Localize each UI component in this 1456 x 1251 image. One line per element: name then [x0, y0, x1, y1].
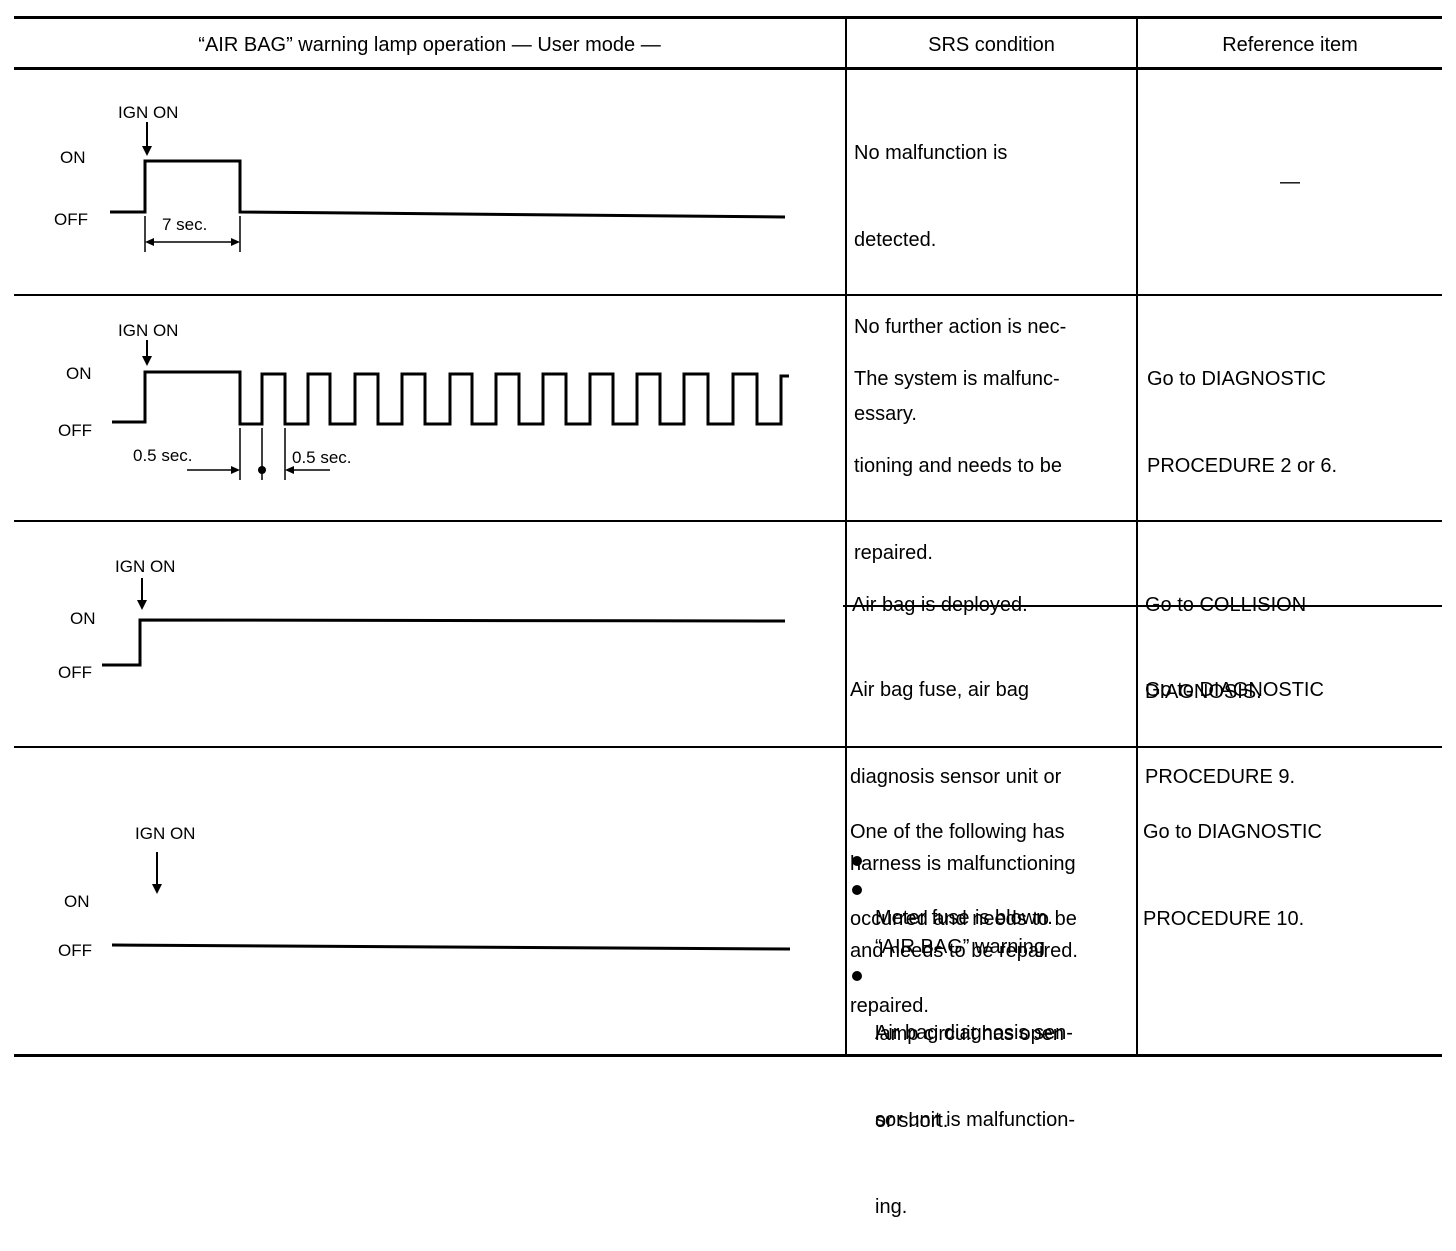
seven-sec-label: 7 sec.	[162, 215, 207, 234]
text-line: PROCEDURE 10.	[1143, 908, 1305, 930]
lamp-waveform	[112, 370, 789, 426]
header-reference-item: Reference item	[1222, 34, 1358, 56]
on-label: ON	[66, 364, 92, 383]
text-line: The system is malfunc-	[854, 368, 1060, 390]
on-label: ON	[64, 892, 90, 911]
row3a-condition: Air bag is deployed.	[852, 533, 1028, 649]
text-line: diagnosis sensor unit or	[850, 766, 1062, 788]
text-line: Air bag diagnosis sen-	[875, 1022, 1073, 1044]
ign-on-label: IGN ON	[118, 321, 178, 340]
bottom-rule	[14, 1054, 1442, 1057]
text-line: Go to DIAGNOSTIC	[1143, 821, 1322, 843]
top-rule	[14, 16, 1442, 19]
text-line: essary.	[854, 403, 917, 425]
header-lamp-operation: “AIR BAG” warning lamp operation — User …	[198, 34, 661, 56]
row4-reference: Go to DIAGNOSTIC PROCEDURE 10.	[1143, 760, 1322, 963]
lamp-waveform	[110, 159, 786, 219]
lamp-waveform	[111, 943, 791, 951]
text-line: detected.	[854, 229, 937, 251]
row3-rule	[14, 746, 1442, 748]
diagram-flashing: IGN ON ON OFF 0.5 sec. 0.5 sec.	[58, 321, 789, 480]
half-sec-right-label: 0.5 sec.	[292, 448, 352, 467]
row4-bullet-3: Air bag diagnosis sen- sor unit is malfu…	[875, 961, 1075, 1251]
bullet-dot	[852, 971, 862, 981]
on-label: ON	[70, 609, 96, 628]
ign-on-label: IGN ON	[118, 103, 178, 122]
text-line: Go to DIAGNOSTIC	[1147, 368, 1326, 390]
text-line: and needs to be repaired.	[850, 940, 1078, 962]
diagram-steady-on: IGN ON ON OFF	[58, 557, 786, 682]
text-line: One of the following has	[850, 821, 1065, 843]
text-line: Air bag fuse, air bag	[850, 679, 1029, 701]
text-line: Air bag is deployed.	[852, 594, 1028, 616]
header-rule	[14, 67, 1442, 70]
text-line: No further action is nec-	[854, 316, 1067, 338]
row3b-reference: Go to DIAGNOSTIC PROCEDURE 9.	[1145, 618, 1324, 821]
diagram-normal: IGN ON ON OFF 7 sec.	[54, 103, 786, 252]
row1-rule	[14, 294, 1442, 296]
off-label: OFF	[58, 663, 92, 682]
off-label: OFF	[54, 210, 88, 229]
text-line: lamp circuit has open	[875, 1023, 1064, 1045]
row4-condition: One of the following has occurred and ne…	[850, 760, 1077, 1050]
text-line: Meter fuse is blown.	[875, 907, 1053, 929]
text-line: DIAGNOSIS.	[1145, 681, 1262, 703]
on-label: ON	[60, 148, 86, 167]
text-line: No malfunction is	[854, 142, 1008, 164]
bullet-dot	[852, 856, 862, 866]
half-sec-left-label: 0.5 sec.	[133, 446, 193, 465]
text-line: repaired.	[854, 542, 933, 564]
bullet-dot	[852, 885, 862, 895]
text-line: occurred and needs to be	[850, 908, 1077, 930]
row3b-condition: Air bag fuse, air bag diagnosis sensor u…	[850, 618, 1078, 995]
diagram-not-lit: IGN ON ON OFF	[58, 824, 791, 960]
off-label: OFF	[58, 421, 92, 440]
text-line: Go to DIAGNOSTIC	[1145, 679, 1324, 701]
row1-reference: —	[1280, 171, 1300, 193]
row2-rule	[14, 520, 1442, 522]
col-divider-2	[1136, 16, 1138, 1056]
header-srs-condition: SRS condition	[928, 34, 1055, 56]
row3-subrule	[843, 605, 1442, 607]
ign-on-label: IGN ON	[115, 557, 175, 576]
text-line: PROCEDURE 2 or 6.	[1147, 455, 1338, 477]
off-label: OFF	[58, 941, 92, 960]
row2-reference: Go to DIAGNOSTIC PROCEDURE 2 or 6.	[1147, 307, 1337, 510]
col-divider-1	[845, 16, 847, 1056]
text-line: Go to COLLISION	[1145, 594, 1307, 616]
row3a-reference: Go to COLLISION DIAGNOSIS.	[1145, 533, 1306, 736]
row1-condition: No malfunction is detected. No further a…	[854, 81, 1066, 458]
row4-bullet-1: Meter fuse is blown.	[875, 846, 1053, 962]
text-line: PROCEDURE 9.	[1145, 766, 1296, 788]
row2-condition: The system is malfunc- tioning and needs…	[854, 307, 1062, 597]
text-line: repaired.	[850, 995, 929, 1017]
text-line: sor unit is malfunction-	[875, 1109, 1076, 1131]
ign-on-label: IGN ON	[135, 824, 195, 843]
lamp-waveform	[102, 618, 786, 667]
text-line: ing.	[875, 1196, 908, 1218]
text-line: tioning and needs to be	[854, 455, 1062, 477]
text-line: “AIR BAG” warning	[875, 936, 1046, 958]
text-line: harness is malfunctioning	[850, 853, 1076, 875]
